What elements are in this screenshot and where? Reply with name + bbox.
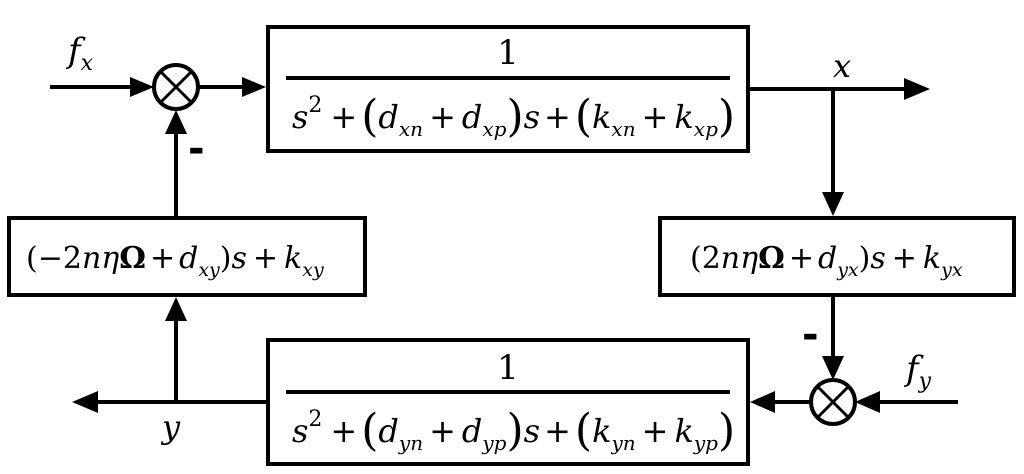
right-coupling-block bbox=[658, 216, 1016, 297]
right-coupling-expression: (2nηΩ+dyx)s+kyx bbox=[690, 241, 963, 281]
x-output-arrowhead bbox=[904, 78, 930, 100]
bottom-transfer-block bbox=[266, 338, 750, 466]
fy-label: fy bbox=[903, 349, 932, 394]
right-block-input-arrowhead bbox=[822, 192, 844, 216]
top-minus-sign: - bbox=[188, 126, 205, 172]
bottom-numerator: 1 bbox=[497, 348, 519, 388]
y-label: y bbox=[160, 408, 181, 446]
top-summing-junction bbox=[152, 63, 200, 111]
top-block-input-arrowhead bbox=[242, 77, 266, 97]
fx-arrowhead bbox=[130, 77, 154, 97]
y-output-arrowhead bbox=[72, 391, 98, 413]
top-numerator: 1 bbox=[497, 33, 519, 73]
left-coupling-expression: (−2nηΩ+dxy)s+kxy bbox=[26, 241, 324, 281]
top-junction-arrowhead bbox=[165, 110, 187, 134]
x-label: x bbox=[833, 47, 851, 85]
left-coupling-block bbox=[7, 216, 367, 297]
left-block-input-arrowhead bbox=[165, 297, 187, 321]
fx-label: fx bbox=[65, 31, 94, 76]
top-transfer-block bbox=[266, 25, 750, 153]
bottom-denominator: s2+(dyn+dyp)s+(kyn+kyp) bbox=[292, 405, 735, 456]
bottom-summing-junction bbox=[809, 378, 857, 426]
bottom-block-input-arrowhead bbox=[750, 391, 775, 413]
bottom-junction-arrowhead bbox=[822, 356, 844, 380]
top-denominator: s2+(dxn+dxp)s+(kxn+kxp) bbox=[292, 91, 735, 142]
fy-arrowhead bbox=[855, 391, 880, 413]
right-minus-sign: - bbox=[802, 312, 819, 358]
